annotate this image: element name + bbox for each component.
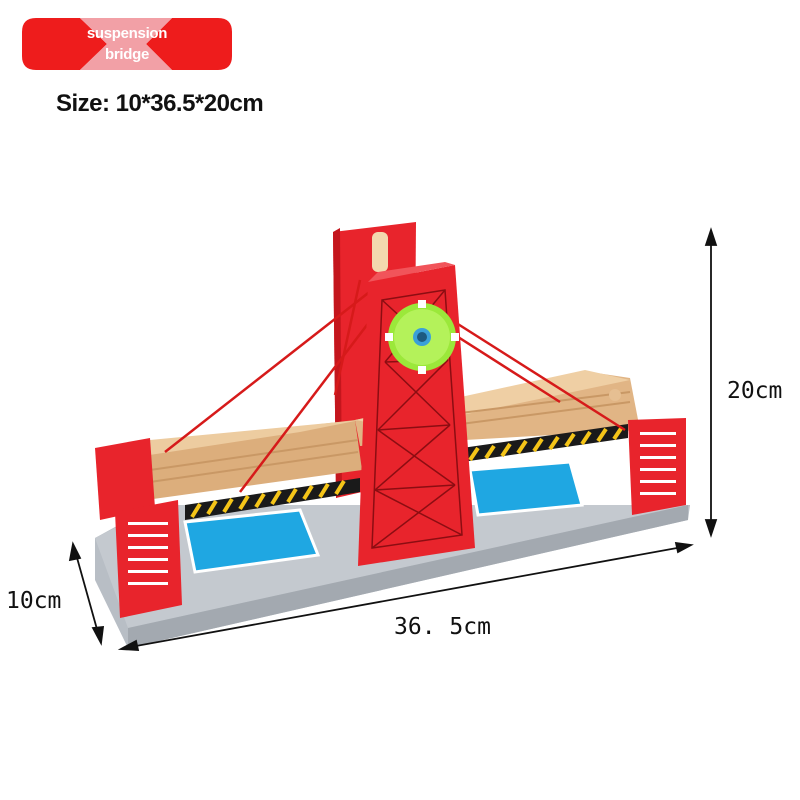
base-plate-edge [128,505,688,648]
hazard-stripe-left [185,478,360,520]
product-badge: suspension bridge [22,18,232,70]
track-peg [609,389,621,401]
water-left [183,508,321,574]
depth-arrow [73,546,101,641]
depth-label: 10cm [6,588,62,614]
rope [164,289,373,453]
water-right [468,460,584,517]
width-label: 36. 5cm [394,614,491,640]
left-pillar-pattern [128,522,168,585]
right-pillar-pattern [640,432,676,495]
gear-icon [385,300,459,374]
track-left [100,420,362,505]
front-tower-top [368,262,455,282]
track-left-top [100,420,360,458]
right-pillar [628,418,686,515]
top-dowel [372,232,388,272]
height-label: 20cm [727,378,783,404]
rope [333,279,362,396]
badge-line-1: suspension [86,25,168,42]
badge-line-2: bridge [104,46,150,63]
width-arrow [124,545,689,649]
left-pillar [95,438,155,520]
size-label: Size: 10*36.5*20cm [56,90,264,117]
